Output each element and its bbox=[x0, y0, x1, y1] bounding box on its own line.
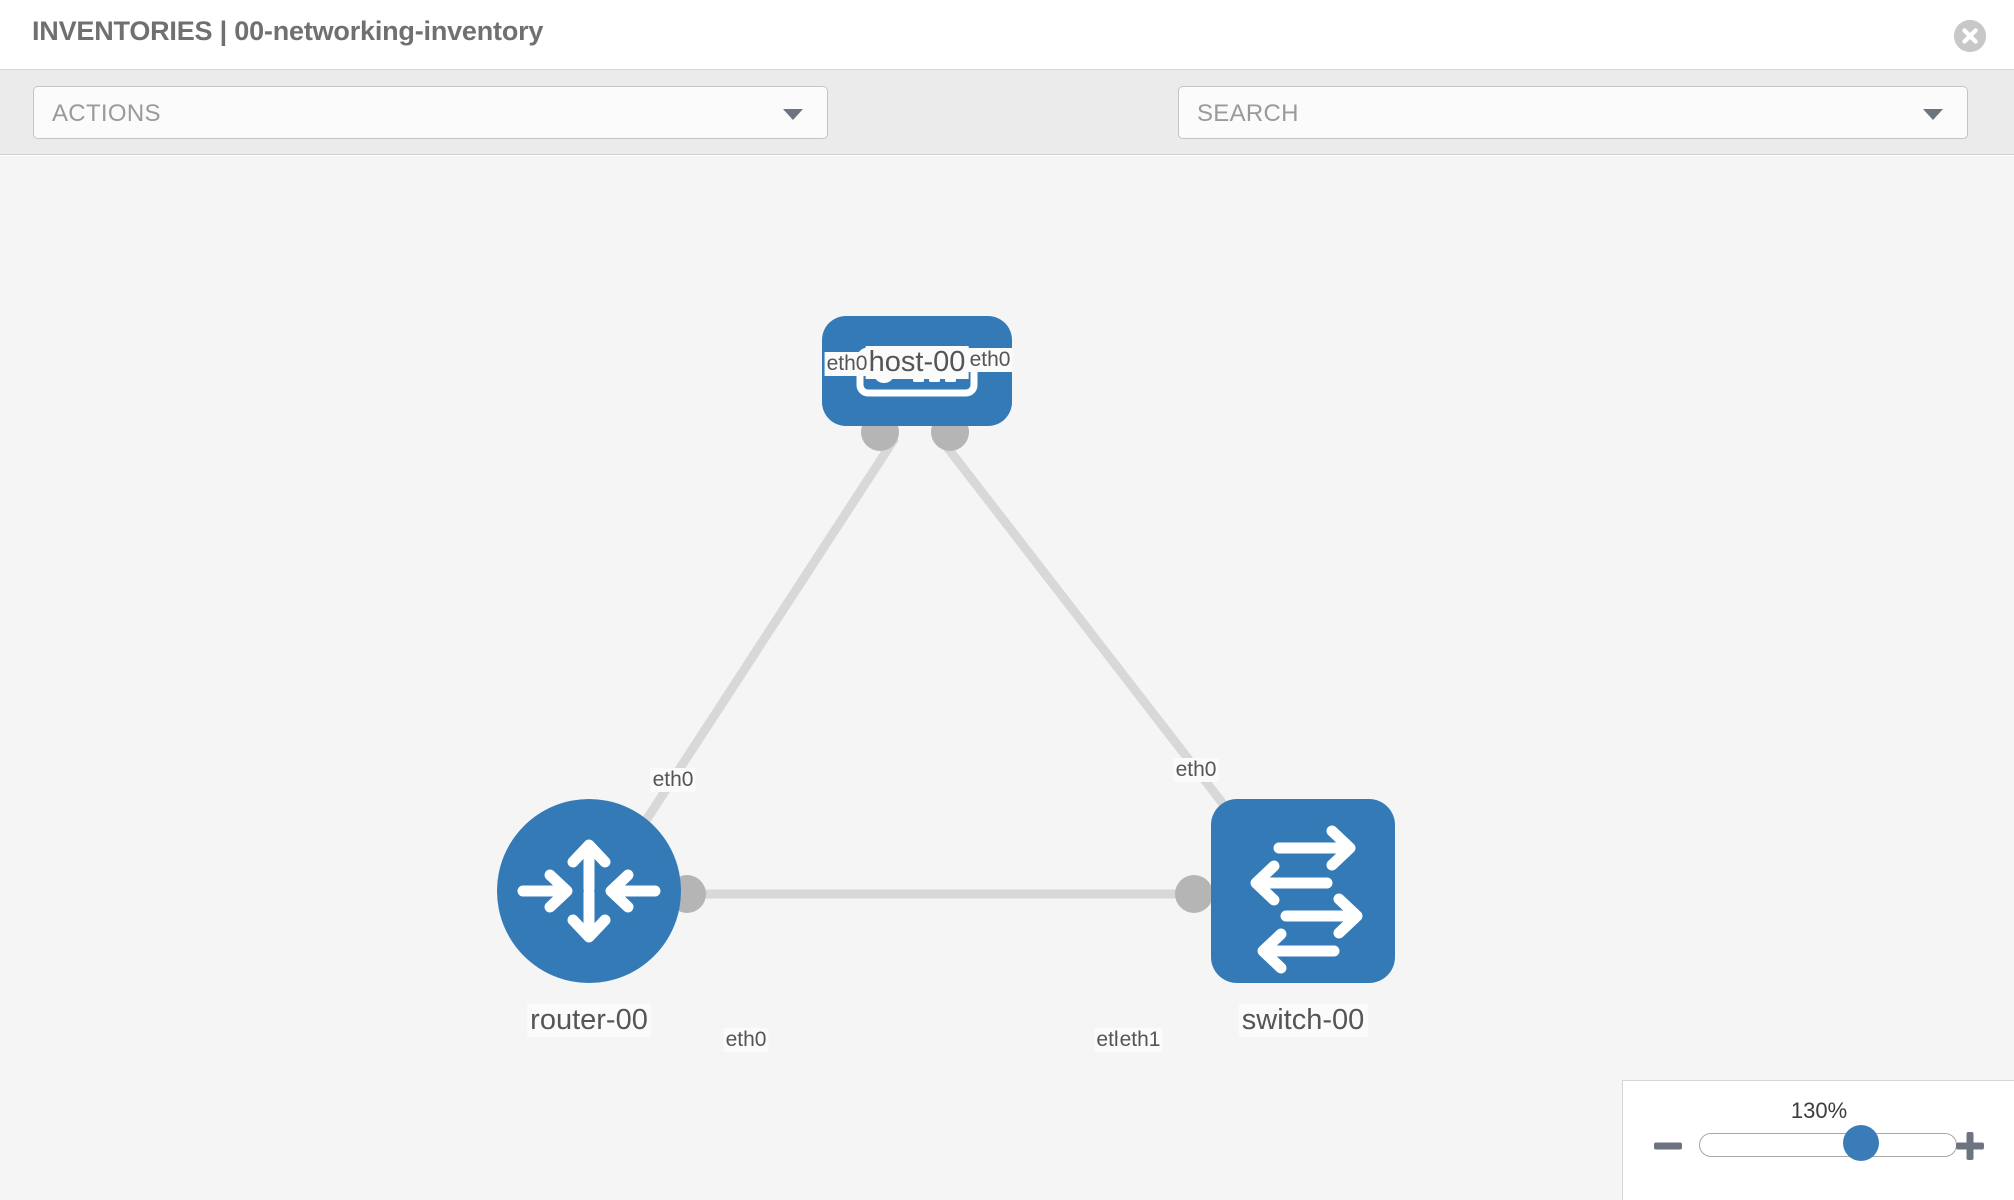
node-switch-00 bbox=[1211, 799, 1395, 983]
zoom-control-panel: 130% bbox=[1622, 1080, 2014, 1200]
zoom-slider-track[interactable] bbox=[1699, 1133, 1957, 1157]
actions-dropdown[interactable]: ACTIONS bbox=[33, 86, 828, 139]
switch-arrows-icon bbox=[1250, 825, 1363, 974]
close-icon[interactable] bbox=[1954, 20, 1986, 52]
iface-label-host00-to-switch00: eth0 bbox=[967, 348, 1013, 372]
node-label-host-00: host-00 bbox=[865, 346, 969, 379]
minus-icon[interactable] bbox=[1651, 1129, 1685, 1163]
plus-icon[interactable] bbox=[1953, 1129, 1987, 1163]
toolbar: ACTIONS SEARC bbox=[0, 70, 2014, 200]
topology-graph bbox=[497, 316, 1395, 983]
search-input[interactable]: SEARCH bbox=[1178, 86, 1968, 139]
iface-label-switch00-to-router00: eth1 bbox=[1117, 1028, 1163, 1052]
chevron-down-icon bbox=[1923, 109, 1943, 120]
page-title: INVENTORIES | 00-networking-inventory bbox=[32, 16, 544, 46]
node-label-router-00: router-00 bbox=[527, 1004, 651, 1037]
router-arrows-icon bbox=[517, 839, 661, 943]
topology-canvas[interactable]: host-00 router-00 switch-00 eth0 eth0 et… bbox=[0, 156, 2014, 1200]
link-host00-switch00 bbox=[936, 435, 1272, 865]
node-label-switch-00: switch-00 bbox=[1238, 1004, 1368, 1037]
node-router-00 bbox=[497, 799, 681, 983]
iface-label-router00-to-host00: eth0 bbox=[650, 768, 696, 792]
actions-dropdown-label: ACTIONS bbox=[52, 100, 161, 127]
zoom-percent-label: 130% bbox=[1790, 1098, 1848, 1123]
topology-endpoints bbox=[598, 413, 1253, 913]
chevron-down-icon bbox=[783, 109, 803, 120]
iface-label-switch00-to-host00: eth0 bbox=[1173, 758, 1219, 782]
search-placeholder: SEARCH bbox=[1197, 100, 1299, 127]
zoom-slider-thumb[interactable] bbox=[1843, 1125, 1879, 1161]
iface-label-host00-to-router00: eth0 bbox=[824, 352, 870, 376]
topology-links bbox=[611, 435, 1272, 899]
link-host00-router00 bbox=[611, 435, 899, 871]
iface-label-router00-to-switch00: eth0 bbox=[723, 1028, 769, 1052]
page-header: INVENTORIES | 00-networking-inventory bbox=[0, 0, 2014, 70]
endpoint-switch00-left bbox=[1175, 875, 1213, 913]
